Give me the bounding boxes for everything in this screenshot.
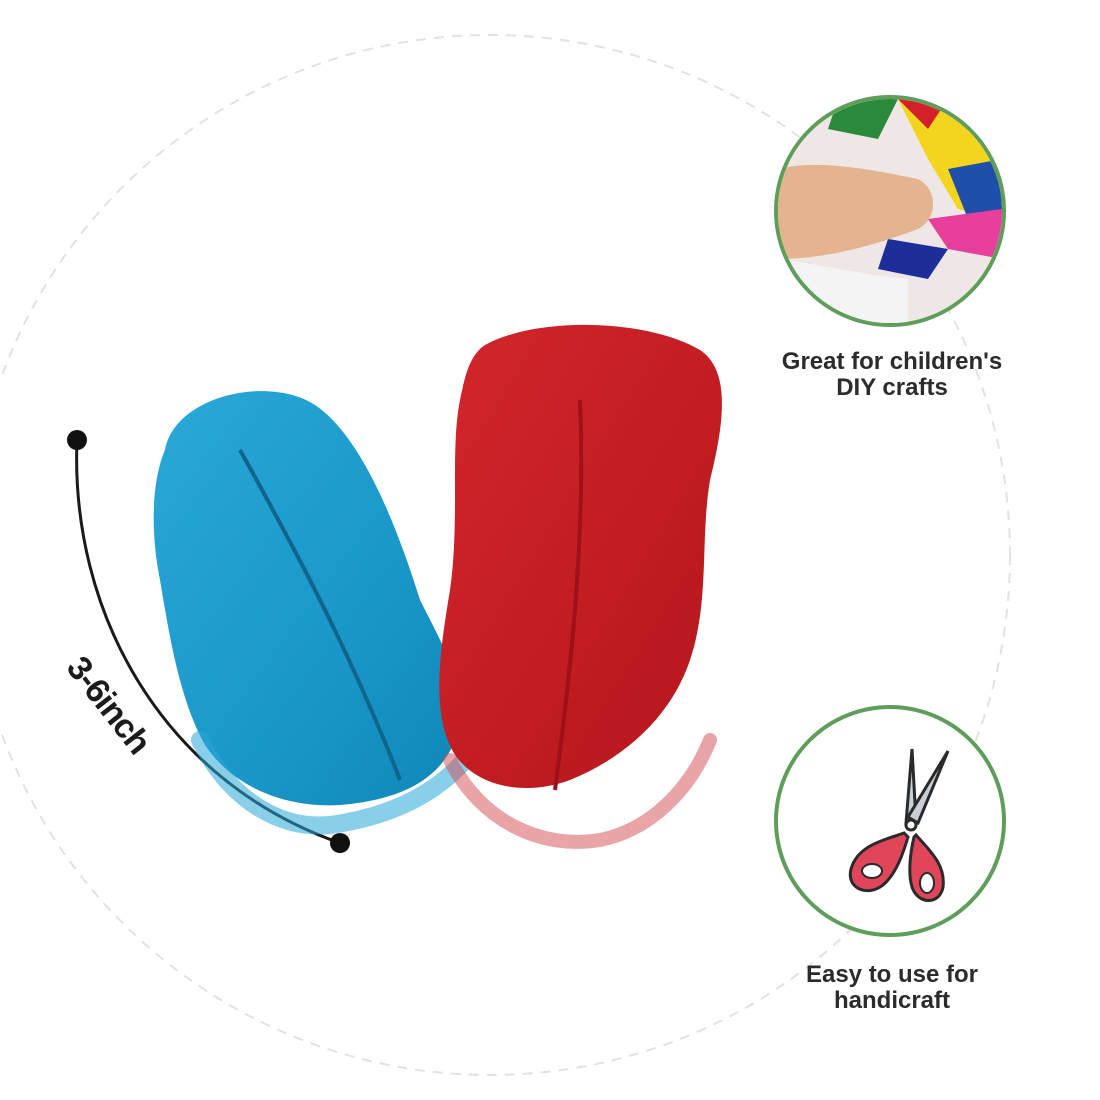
crafts-photo bbox=[778, 99, 1002, 323]
arc-start-dot bbox=[67, 430, 87, 450]
caption-line: Easy to use for bbox=[805, 961, 979, 988]
red-feather bbox=[439, 324, 722, 849]
caption-line: Great for children's bbox=[781, 348, 1003, 375]
blue-feather bbox=[153, 391, 474, 835]
scissors-icon bbox=[848, 748, 950, 902]
arc-end-dot bbox=[330, 833, 350, 853]
decorative-dashed-circle bbox=[0, 34, 1011, 1076]
feature-caption-crafts: Great for children's DIY crafts bbox=[742, 349, 1042, 401]
caption-line: handicraft bbox=[833, 987, 950, 1014]
scissors-circle bbox=[774, 705, 1006, 937]
caption-line: DIY crafts bbox=[836, 374, 948, 401]
feature-caption-handicraft: Easy to use for handicraft bbox=[742, 962, 1042, 1014]
crafts-photo-circle bbox=[774, 95, 1006, 327]
